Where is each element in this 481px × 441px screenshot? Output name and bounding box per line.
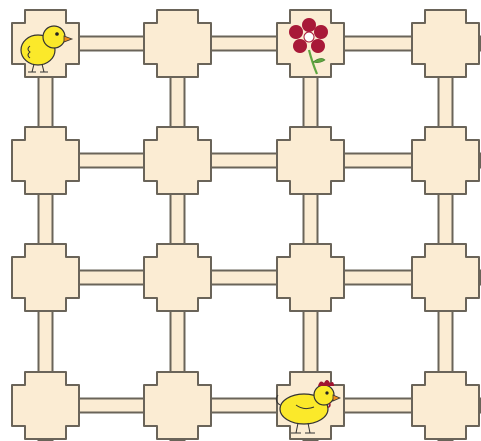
corridor-vertical (439, 309, 453, 374)
corridor-vertical (171, 192, 185, 246)
corridor-vertical (439, 75, 453, 129)
corridor-vertical (39, 192, 53, 246)
corridor-horizontal (77, 271, 146, 285)
corridor-horizontal (77, 399, 146, 413)
corridor-vertical (304, 192, 318, 246)
corridor-horizontal (209, 271, 279, 285)
corridor-vertical (304, 309, 318, 374)
corridor-vertical (304, 75, 318, 129)
corridor-horizontal (342, 271, 414, 285)
corridor-vertical (39, 75, 53, 129)
corridor-horizontal (209, 154, 279, 168)
corridor-horizontal (342, 37, 414, 51)
corridor-vertical (439, 192, 453, 246)
corridor-horizontal (342, 154, 414, 168)
corridor-vertical (39, 309, 53, 374)
corridor-horizontal (209, 399, 279, 413)
corridor-horizontal (77, 154, 146, 168)
corridor-horizontal (342, 399, 414, 413)
corridor-horizontal (209, 37, 279, 51)
corridor-vertical (171, 309, 185, 374)
corridor-horizontal (77, 37, 146, 51)
corridor-vertical (171, 75, 185, 129)
